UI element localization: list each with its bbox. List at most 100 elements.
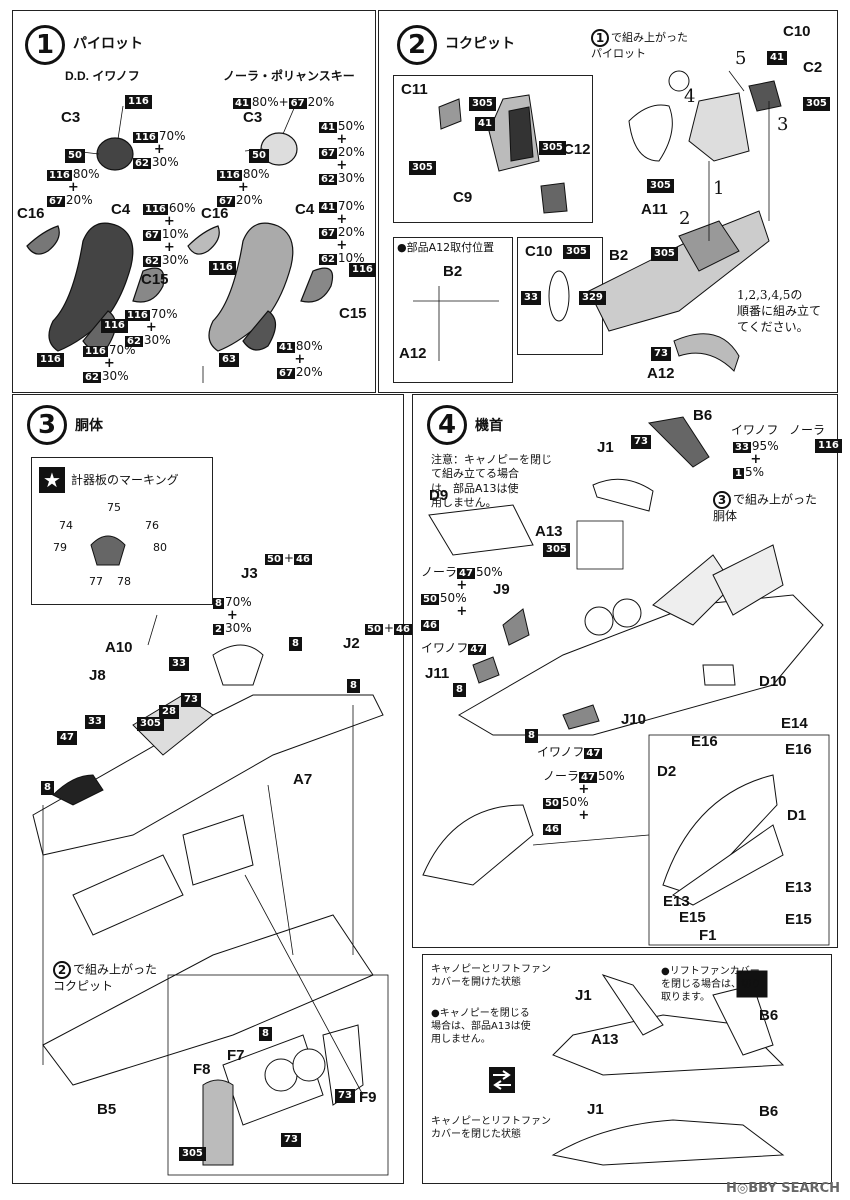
a12-location-box [393,237,513,383]
section-title: 機首 [475,418,503,434]
part-c10b: C10 [525,243,553,260]
part-c12: C12 [563,141,591,158]
section-title: コクピット [445,36,515,52]
part-e15a: E15 [679,909,706,926]
fuselage-drawing [32,535,389,1176]
step-number: 3 [27,405,67,445]
part-j1c: J1 [587,1101,604,1118]
step-4: 4 [684,86,696,107]
paint-41a: 41 [475,117,495,131]
nose-drawing [422,416,830,946]
paint-8b: 8 [347,679,360,693]
closed-state-label: キャノピーとリフトファンカバーを閉じた状態 [431,1116,551,1140]
decal-78: 78 [117,575,131,588]
part-a13: A13 [535,523,563,540]
cockpit-drawing [413,70,782,372]
paint-8e: 8 [453,683,466,697]
paint-73b: 73 [181,693,201,707]
part-c10: C10 [783,23,811,40]
seat-subassembly [393,75,593,223]
paint-116e: 116 [349,263,376,277]
canopy-states: キャノピーとリフトファンカバーを開けた状態 J1 ●リフトファンカバーを閉じる場… [422,954,832,1184]
liftfan-note: ●リフトファンカバーを閉じる場合は、切り取ります。 [661,966,761,1003]
paint-63: 63 [219,353,239,367]
paint-305c: 305 [539,141,566,155]
paint-8d: 8 [259,1027,272,1041]
star-icon: ★ [39,467,65,493]
part-c2: C2 [803,59,823,76]
paint-73: 73 [651,347,671,361]
paint-305b: 305 [469,97,496,111]
part-e15b: E15 [785,911,812,928]
pilot-a-label: D.D. イワノフ [65,69,140,83]
paint-8f: 8 [525,729,538,743]
mix-j2: 50+46 [365,621,412,635]
paint-8c: 8 [41,781,54,795]
part-a11: A11 [641,201,668,218]
pilot-figures [26,105,334,383]
part-f1: F1 [699,927,717,944]
part-c9: C9 [453,189,473,206]
decal-77: 77 [89,575,103,588]
nora-label: ノーラ [789,423,826,437]
step-number: 4 [427,405,467,445]
paint-73c: 73 [335,1089,355,1103]
part-a13b: A13 [591,1031,619,1048]
step-1: 1 [713,178,725,199]
step-5: 5 [735,48,747,69]
part-f7: F7 [227,1047,245,1064]
part-c16: C16 [17,205,45,222]
part-j1: J1 [597,439,614,456]
part-j1b: J1 [575,987,592,1004]
decal-75: 75 [107,501,121,514]
paint-305g: 305 [563,245,590,259]
paint-33c: 33 [85,715,105,729]
part-c4: C4 [111,201,131,218]
marking-box [31,457,213,605]
part-f8: F8 [193,1061,211,1078]
paint-33: 33 [521,291,541,305]
canopy-drawing [489,970,785,1166]
part-d9: D9 [429,487,449,504]
a12-title: ●部品A12取付位置 [397,241,495,254]
part-a12b: A12 [399,345,427,362]
paint-329: 329 [579,291,606,305]
canopy-note: 注意：キャノピーを閉じて組み立てる場合は、部品A13は使用しません。 [431,453,552,509]
step-number: 1 [25,25,65,65]
section-3-fuselage: 3 胴体 ★ 計器板のマーキング 74 75 76 79 80 77 78 [12,394,412,1184]
paint-73d: 73 [281,1133,301,1147]
part-j9: J9 [493,581,510,598]
part-j10: J10 [621,711,647,728]
part-c11: C11 [401,81,428,98]
section-title: 胴体 [75,418,103,434]
decal-74: 74 [59,519,73,532]
part-f9: F9 [359,1089,377,1106]
part-c15: C15 [141,271,169,288]
paint-33b: 33 [169,657,189,671]
paint-116b: 116 [101,319,128,333]
paint-73e: 73 [631,435,651,449]
part-d1: D1 [787,807,807,824]
part-d2: D2 [657,763,677,780]
part-j2: J2 [343,635,360,652]
step-2: 2 [679,208,691,229]
part-a10: A10 [105,639,133,656]
paint-305a: 305 [409,161,436,175]
marking-title: 計器板のマーキング [71,473,179,487]
part-b6b: B6 [759,1007,779,1024]
paint-50b: 50 [249,149,269,163]
part-b5: B5 [97,1101,117,1118]
watermark: H◎BBY SEARCH [725,1181,840,1196]
step-3: 3 [777,114,789,135]
